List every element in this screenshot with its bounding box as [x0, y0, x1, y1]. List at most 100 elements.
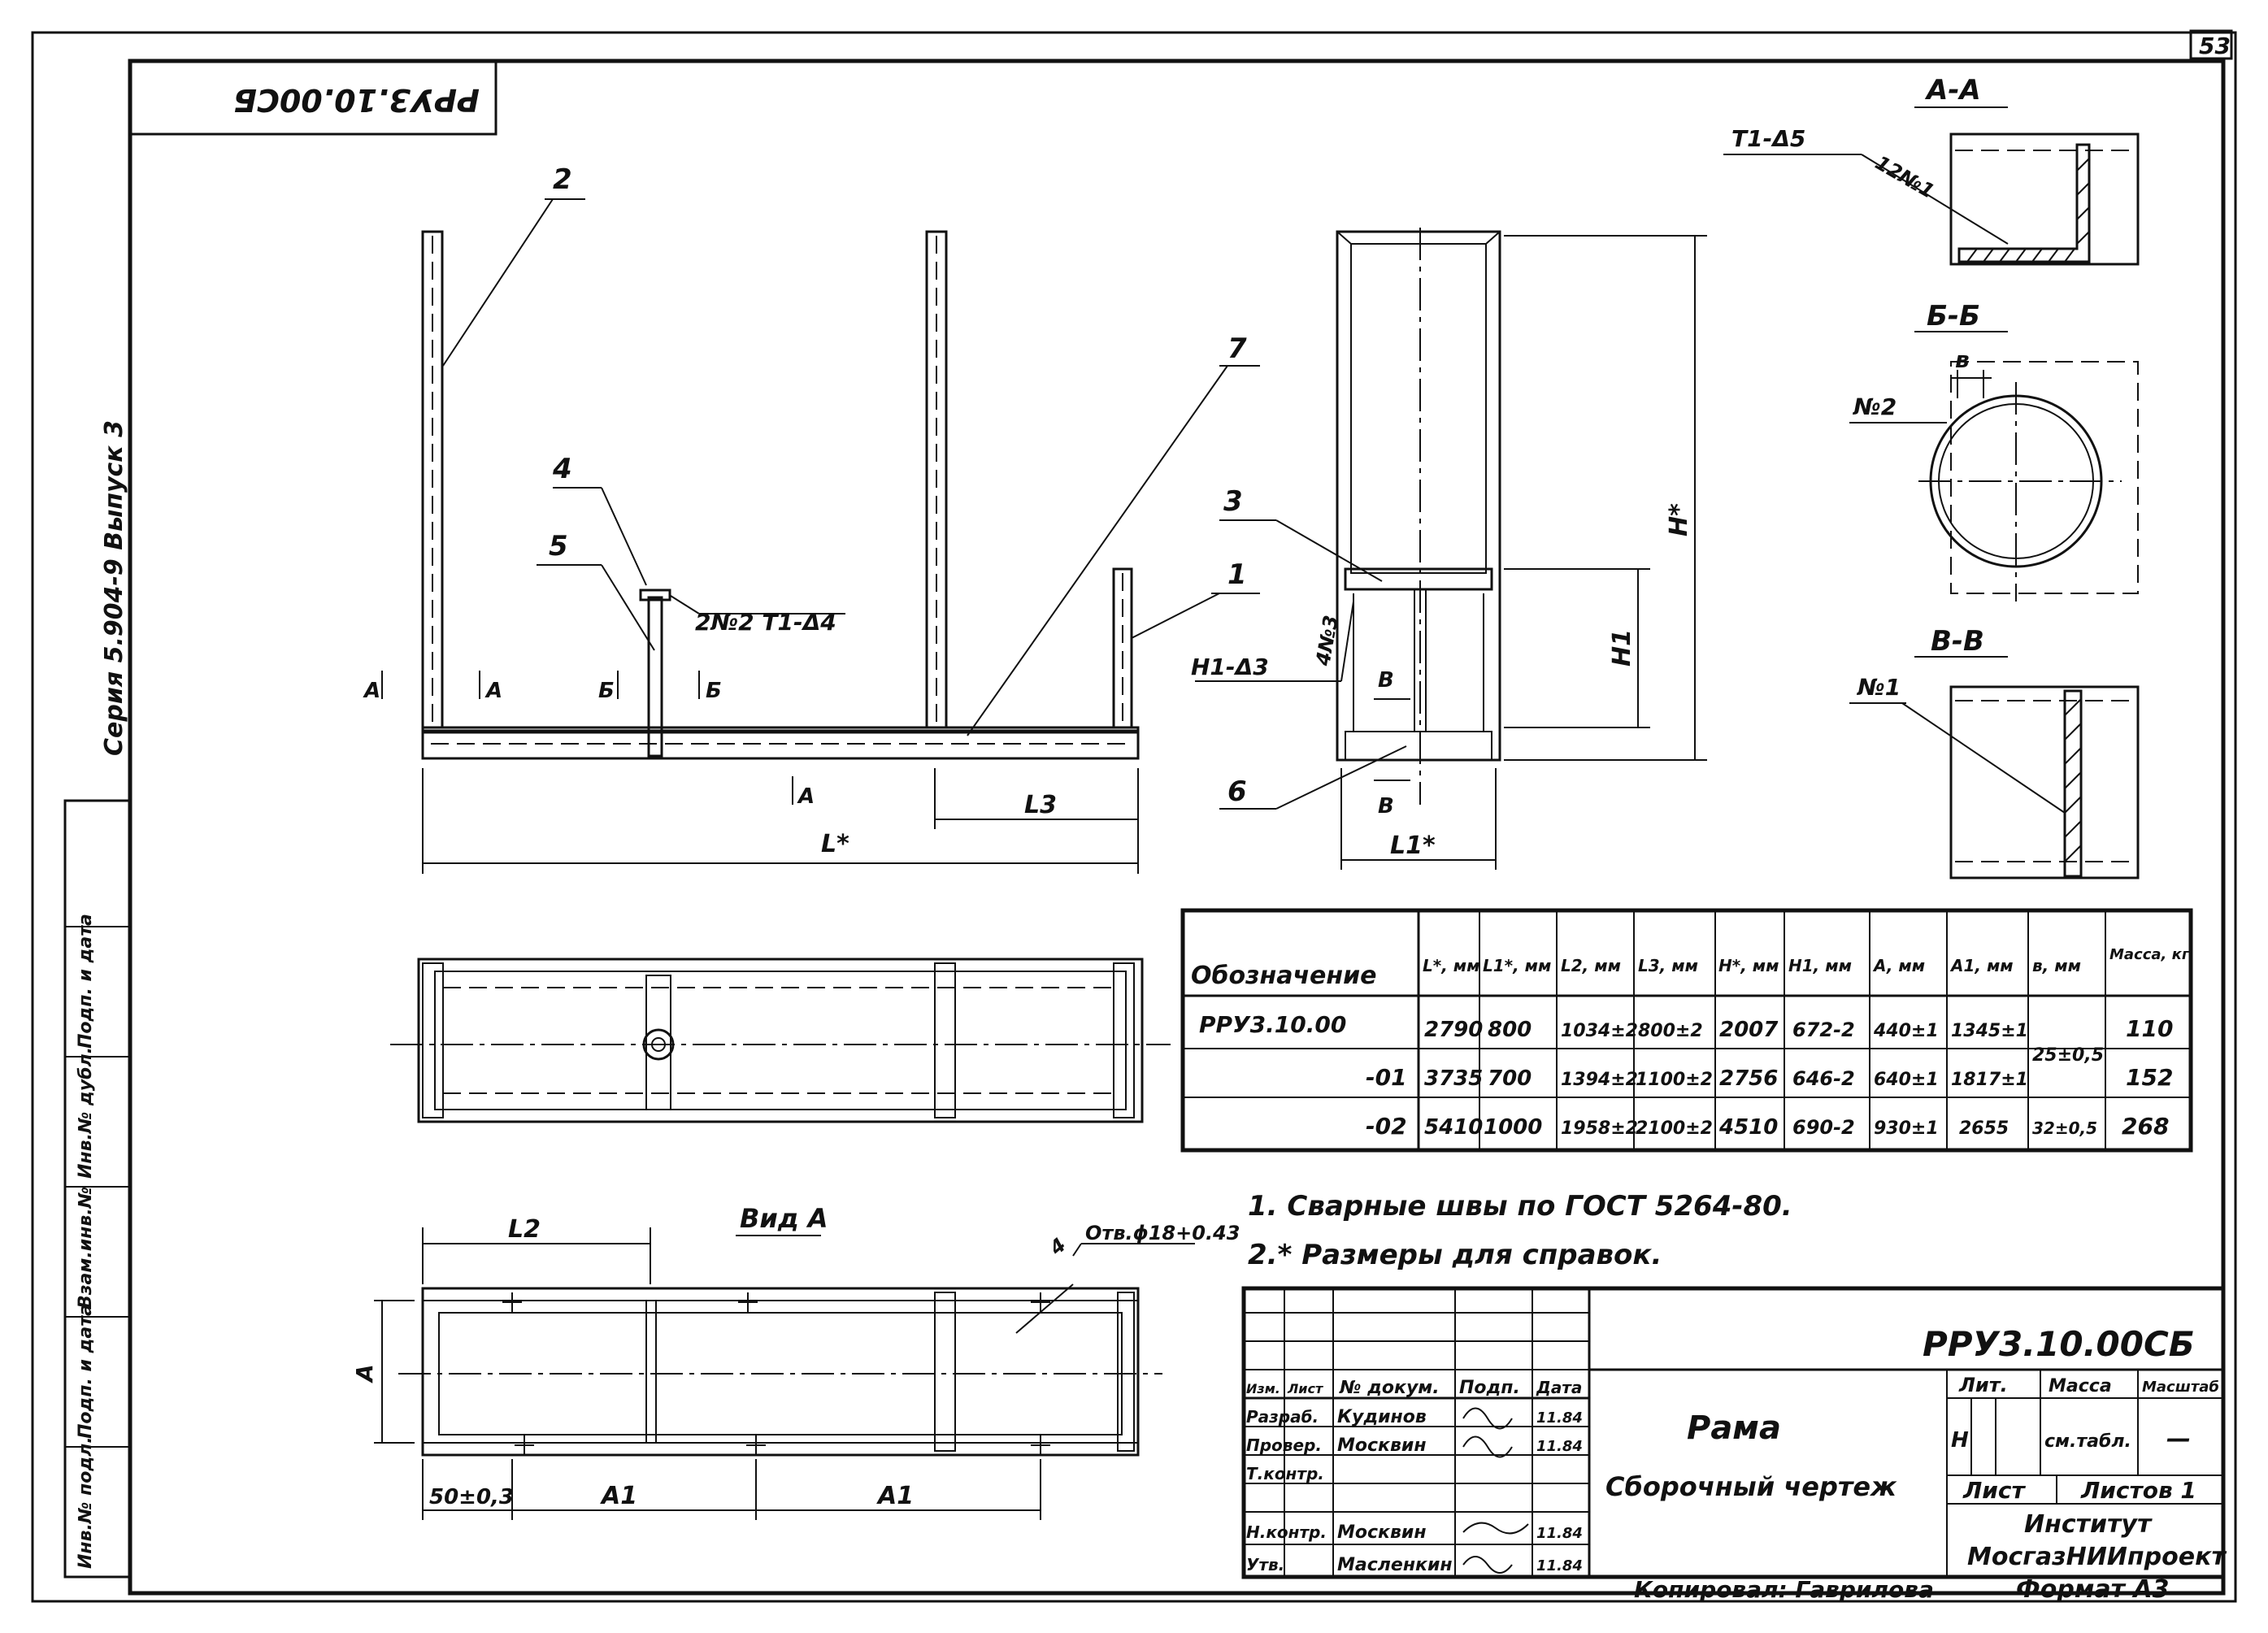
tb-col-sign: Подп.	[1459, 1378, 1520, 1398]
mark-b-1: Б	[598, 679, 615, 703]
footer: Копировал: Гаврилова Формат А3	[1634, 1575, 2170, 1604]
tb-scale-value: —	[2166, 1425, 2191, 1453]
tb-name: Кудинов	[1337, 1407, 1427, 1427]
parameters-table: Обозначение L*, мм L1*, мм L2, мм L3, мм…	[1180, 908, 2193, 1153]
table-header-L: L*, мм	[1423, 956, 1479, 975]
series-label: Серия 5.904-9 Выпуск 3	[100, 420, 128, 756]
side-stamp-0: Инв.№ подл.	[76, 1436, 96, 1569]
table-cell: -02	[1366, 1113, 1407, 1140]
tb-col-izm: Изм.	[1246, 1381, 1280, 1396]
dim-L1: L1*	[1390, 832, 1436, 860]
note-2: 2.* Размеры для справок.	[1248, 1239, 1662, 1271]
table-cell: 1100±2	[1636, 1070, 1713, 1090]
tb-sheets-label: Листов 1	[2080, 1477, 2196, 1504]
dim-H1: H1	[1608, 629, 1636, 667]
sheet-frame: 53 РРУ3.10.00СБ Инв.№ подл. Подп. и дата…	[31, 29, 2237, 1603]
tb-mass-value: см.табл.	[2044, 1431, 2131, 1452]
tb-date: 11.84	[1536, 1525, 1583, 1542]
table-cell: 800	[1488, 1018, 1532, 1042]
table-cell: 700	[1488, 1066, 1532, 1091]
footer-copied: Копировал: Гаврилова	[1634, 1576, 1934, 1603]
tb-role: Утв.	[1246, 1555, 1284, 1574]
side-view: В В 3 6 Н1-Δ3 4№3 H* H1 L1*	[1191, 228, 1707, 870]
mark-a-2: А	[484, 679, 502, 703]
tb-role: Разраб.	[1246, 1407, 1319, 1427]
table-cell: 440±1	[1873, 1021, 1939, 1041]
ref-n2: №2	[1852, 393, 1897, 420]
mark-v-1: В	[1378, 668, 1394, 693]
note-1: 1. Сварные швы по ГОСТ 5264-80.	[1248, 1190, 1792, 1223]
tb-org-line1: Институт	[2024, 1510, 2153, 1539]
table-cell: 110	[2126, 1015, 2173, 1042]
table-cell: 25±0,5	[2032, 1045, 2104, 1066]
view-a: Вид А 4 Отв.ϕ18+0.43 L2 A	[351, 1203, 1240, 1520]
table-row: -02 5410 1000 1958±2 2100±2 4510 690-2 9…	[1366, 1113, 2169, 1140]
dim-A1-1: A1	[600, 1482, 637, 1510]
side-stamp-1: Подп. и дата	[76, 1304, 96, 1439]
table-cell: 2790	[1424, 1018, 1483, 1042]
table-header-L1: L1*, мм	[1483, 956, 1551, 975]
table-cell: 1817±1	[1951, 1070, 2028, 1090]
table-cell: 646-2	[1792, 1067, 1855, 1090]
tb-date: 11.84	[1536, 1438, 1583, 1455]
tb-col-list: Лист	[1287, 1381, 1324, 1396]
table-header-b: в, мм	[2032, 956, 2081, 975]
dim-L: L*	[821, 830, 849, 858]
section-b-b: Б-Б в №2	[1849, 300, 2139, 602]
table-cell: 5410	[1424, 1115, 1483, 1140]
table-cell: 4510	[1718, 1115, 1778, 1140]
callout-2: 2	[553, 163, 572, 196]
table-header-designation: Обозначение	[1191, 962, 1377, 990]
tb-name: Масленкин	[1337, 1555, 1453, 1575]
callout-7: 7	[1227, 332, 1247, 365]
table-cell: 1345±1	[1951, 1021, 2028, 1041]
ref-n1: №1	[1856, 674, 1901, 701]
tb-sheet-label: Лист	[1962, 1477, 2026, 1504]
dim-offset: 50±0,3	[429, 1485, 514, 1509]
section-v-v: В-В №1	[1849, 625, 2140, 879]
page-number: 53	[2199, 33, 2231, 59]
weld-side: Н1-Δ3	[1191, 654, 1269, 680]
callout-4: 4	[552, 453, 572, 485]
dim-A: A	[351, 1364, 378, 1383]
weld-top: 2№2 Т1-Δ4	[695, 609, 836, 636]
table-cell: 2100±2	[1636, 1118, 1713, 1139]
bolt-hole-count: 4	[1045, 1233, 1071, 1260]
tb-lit-value: Н	[1951, 1428, 1969, 1453]
table-cell: 1034±2	[1561, 1021, 1638, 1041]
bolt-hole: Отв.ϕ18+0.43	[1085, 1222, 1240, 1244]
mark-b-2: Б	[706, 679, 722, 703]
table-cell: 2007	[1719, 1018, 1779, 1042]
table-cell: 640±1	[1874, 1070, 1939, 1090]
table-cell: 152	[2126, 1064, 2173, 1091]
mark-v-2: В	[1378, 794, 1394, 819]
table-cell: 268	[2122, 1113, 2169, 1140]
tb-name: Москвин	[1337, 1522, 1427, 1543]
footer-format: Формат А3	[2016, 1575, 2170, 1604]
section-aa-title: А-А	[1924, 74, 1981, 106]
table-row: РРУ3.10.00 2790 800 1034±2 800±2 2007 67…	[1199, 1011, 2173, 1066]
table-header-mass: Масса, кг	[2109, 946, 2190, 963]
dim-H: H*	[1665, 503, 1693, 536]
table-cell: 2756	[1719, 1066, 1778, 1091]
tb-scale-label: Масштаб	[2142, 1379, 2219, 1396]
mark-a-3: А	[797, 784, 815, 809]
notes: 1. Сварные швы по ГОСТ 5264-80. 2.* Разм…	[1248, 1190, 1792, 1271]
tb-name: Москвин	[1337, 1435, 1427, 1456]
tb-lit-label: Лит.	[1958, 1374, 2008, 1396]
tb-col-date: Дата	[1536, 1378, 1582, 1397]
dim-L3: L3	[1024, 791, 1057, 819]
tb-name-line1: Рама	[1687, 1409, 1781, 1447]
dim-b: в	[1955, 346, 1970, 373]
side-stamp-3: Инв.№ дубл.	[76, 1047, 96, 1179]
section-vv-title: В-В	[1931, 625, 1984, 658]
tb-col-doc: № докум.	[1339, 1378, 1440, 1398]
table-cell: -01	[1366, 1064, 1407, 1091]
tb-role: Провер.	[1246, 1435, 1322, 1455]
tb-mass-label: Масса	[2049, 1376, 2112, 1396]
table-cell: 32±0,5	[2032, 1118, 2097, 1138]
table-cell: 800±2	[1638, 1021, 1703, 1041]
bolt-holes	[502, 1292, 1050, 1455]
tb-role: Т.контр.	[1246, 1464, 1324, 1483]
